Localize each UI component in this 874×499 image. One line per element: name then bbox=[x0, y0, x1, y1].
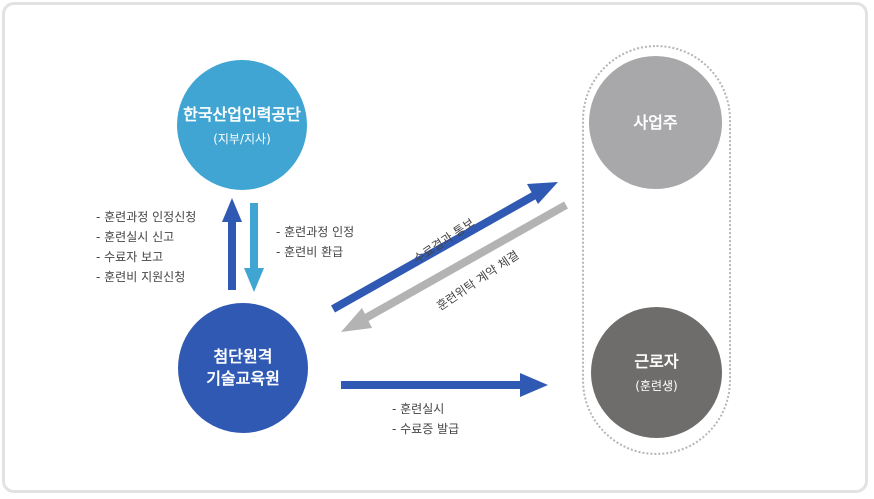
hrd-node: 한국산업인력공단 (지부/지사) bbox=[177, 60, 307, 190]
list-item: - 훈련비 환급 bbox=[276, 245, 344, 259]
edu-title-line2: 기술교육원 bbox=[206, 369, 280, 388]
worker-subtitle: (훈련생) bbox=[635, 379, 678, 393]
hrd-to-edu-labels: - 훈련과정 인정 - 훈련비 환급 bbox=[276, 222, 354, 262]
arrow-edu-to-employer bbox=[331, 182, 558, 313]
employer-title: 사업주 bbox=[633, 112, 678, 132]
employer-node: 사업주 bbox=[589, 56, 722, 189]
list-item: - 훈련실시 신고 bbox=[96, 230, 175, 244]
arrow-edu-to-worker bbox=[341, 373, 548, 397]
list-item: - 훈련과정 인정 bbox=[276, 225, 355, 239]
list-item: - 훈련비 지원신청 bbox=[96, 270, 186, 284]
list-item: - 수료자 보고 bbox=[96, 250, 164, 264]
list-item: - 훈련실시 bbox=[392, 402, 445, 416]
arrow-hrd-to-edu bbox=[244, 203, 264, 292]
list-item: - 훈련과정 인정신청 bbox=[96, 210, 197, 224]
arrow-employer-to-edu bbox=[341, 201, 568, 332]
arrow-edu-to-hrd bbox=[222, 198, 242, 290]
employer-worker-group bbox=[582, 45, 731, 455]
edu-node: 첨단원격 기술교육원 bbox=[178, 303, 308, 433]
edu-to-hrd-labels: - 훈련과정 인정신청 - 훈련실시 신고 - 수료자 보고 - 훈련비 지원신… bbox=[96, 207, 196, 287]
list-item: - 수료증 발급 bbox=[392, 422, 460, 436]
hrd-title: 한국산업인력공단 bbox=[183, 104, 301, 124]
edu-title-line1: 첨단원격 bbox=[213, 347, 273, 366]
worker-title: 근로자 bbox=[634, 352, 679, 371]
edu-to-worker-labels: - 훈련실시 - 수료증 발급 bbox=[392, 399, 459, 439]
worker-node: 근로자 (훈련생) bbox=[591, 307, 722, 438]
hrd-subtitle: (지부/지사) bbox=[213, 131, 271, 146]
